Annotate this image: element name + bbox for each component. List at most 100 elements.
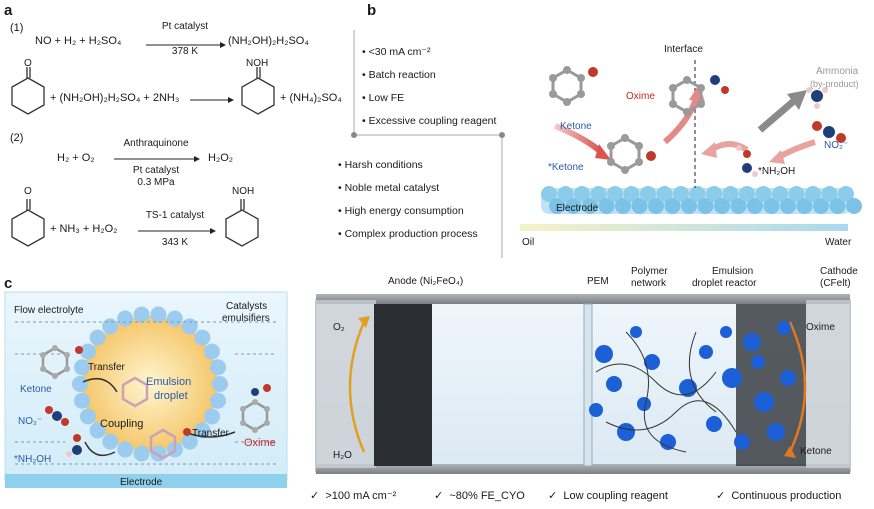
emulsifier-bead: [89, 329, 106, 346]
electrode-sphere: [673, 186, 689, 202]
droplet-reactor: [637, 397, 651, 411]
emulsifier-bead: [89, 422, 106, 439]
molecule-no2-left: [45, 406, 69, 426]
electrode-sphere: [821, 186, 838, 202]
adsorbed-ketone-molecule: [607, 134, 656, 174]
electrode-sphere: [788, 186, 805, 202]
panel-label-c: c: [4, 275, 13, 292]
oxime-molecule: [669, 75, 729, 116]
emulsifier-bead: [166, 310, 183, 327]
check-item-continuous: ✓ Continuous production: [716, 490, 842, 502]
reaction-1-arrow: [146, 42, 226, 48]
emulsion-reactor-label-1: Emulsion: [712, 266, 754, 277]
electrode-sphere: [598, 198, 615, 214]
droplet-reactor: [644, 354, 660, 370]
coupling-label: Coupling: [100, 418, 144, 430]
check-item-coupling: ✓ Low coupling reagent: [548, 490, 668, 502]
droplet-reactor: [743, 333, 761, 351]
reaction-2b-reactants: + NH₃ + H₂O₂: [50, 223, 118, 235]
emulsifier-bead: [212, 376, 228, 392]
electrode-sphere: [846, 198, 862, 214]
bullet-item: • Complex production process: [338, 228, 478, 240]
molecule-inside-droplet: [121, 376, 191, 460]
electrode-sphere: [772, 186, 788, 202]
cyclohexanone-oxime-structure-2: [225, 199, 259, 247]
no2-reduction-arrow: [775, 139, 816, 161]
transfer-label-1: Transfer: [88, 362, 125, 373]
reaction-1-reactants: NO + H₂ + H₂SO₄: [35, 35, 122, 47]
reaction-1b-arrow: [190, 97, 234, 103]
water-label: Water: [825, 237, 852, 248]
emulsifier-bead: [102, 318, 119, 335]
droplet-reactor: [617, 423, 635, 441]
reaction-2-label: (2): [10, 132, 24, 144]
reaction-2-pressure: 0.3 MPa: [137, 177, 175, 188]
electrode-sphere: [714, 198, 730, 214]
electrode-sphere: [763, 198, 780, 214]
droplet-reactor: [720, 326, 732, 338]
droplet-reactor: [595, 345, 613, 363]
polymer-label: Polymer: [631, 266, 668, 277]
droplet-reactors: [589, 321, 796, 450]
oil-water-gradient-bar: [520, 224, 848, 231]
emulsifier-bead: [74, 392, 91, 409]
droplet-reactor: [589, 403, 603, 417]
electrode-spheres: [541, 186, 862, 214]
electrode-sphere: [747, 198, 763, 214]
reaction-2-catalyst-2: Pt catalyst: [132, 165, 180, 176]
reaction-1b-reactants: + (NH₂OH)₂H₂SO₄ + 2NH₃: [50, 92, 180, 104]
bullet-item: • Excessive coupling reagent: [362, 115, 497, 127]
pem-label: PEM: [587, 276, 609, 287]
anode-felt-region: [316, 300, 376, 468]
emulsifier-bead: [194, 422, 211, 439]
bullet-item: • Low FE: [362, 92, 405, 104]
electrode-sphere: [640, 186, 656, 202]
nh2oh-molecule: [736, 145, 758, 177]
anode-label: Anode (Ni₂FeO₄): [388, 276, 464, 287]
reactor-top-frame: [316, 294, 850, 304]
electrode-sphere: [706, 186, 722, 202]
emulsion-label: Emulsion: [146, 376, 192, 388]
ketone-label: Ketone: [560, 121, 592, 132]
emulsion-droplet: [82, 316, 218, 452]
electrode-sphere: [648, 198, 664, 214]
electrode-sphere: [681, 198, 697, 214]
panel-label-b: b: [367, 2, 377, 19]
oxime-label-c: Oxime: [244, 437, 276, 449]
ketone-label-c: Ketone: [20, 384, 52, 395]
ammonia-byproduct-arrow: [757, 97, 798, 133]
cathode-label: Cathode: [820, 266, 858, 277]
cathode-frame-region: [806, 300, 850, 468]
electrode-sphere: [739, 186, 755, 202]
electrode-sphere: [541, 186, 557, 202]
panel-c-emulsion-diagram: [4, 291, 288, 488]
reaction-1-label: (1): [10, 22, 24, 34]
bullet-item: • High energy consumption: [338, 205, 464, 217]
droplet-reactor: [777, 321, 791, 335]
electrode-sphere: [615, 198, 631, 214]
electrode-label-c: Electrode: [120, 477, 163, 488]
emulsifier-bead: [133, 445, 150, 462]
electrode-label: Electrode: [556, 203, 599, 214]
reactor-bottom-frame: [316, 464, 850, 474]
electrode-sphere: [631, 198, 648, 214]
bullet-item: • Batch reaction: [362, 69, 436, 81]
cathode-flow-arrow: [788, 321, 807, 453]
pem-membrane: [583, 303, 593, 467]
bullet-item: • Harsh conditions: [338, 159, 423, 171]
emulsifier-bead: [80, 408, 97, 425]
emulsifier-bead: [72, 376, 88, 392]
droplet-reactor: [767, 423, 785, 441]
cyclohexanone-structure-2: [11, 199, 45, 247]
bullet-item: • Noble metal catalyst: [338, 182, 440, 194]
electrode-bar: [5, 474, 287, 488]
emulsifier-bead: [194, 329, 211, 346]
ketone-oxygen-label-2: O: [24, 186, 32, 197]
ketone-molecule: [549, 66, 598, 106]
electrode-sphere: [607, 186, 623, 202]
anode-electrode: [374, 304, 432, 466]
droplet-reactor: [722, 368, 742, 388]
interface-label: Interface: [664, 44, 703, 55]
oil-label: Oil: [522, 237, 535, 248]
electrode-sphere: [697, 198, 714, 214]
